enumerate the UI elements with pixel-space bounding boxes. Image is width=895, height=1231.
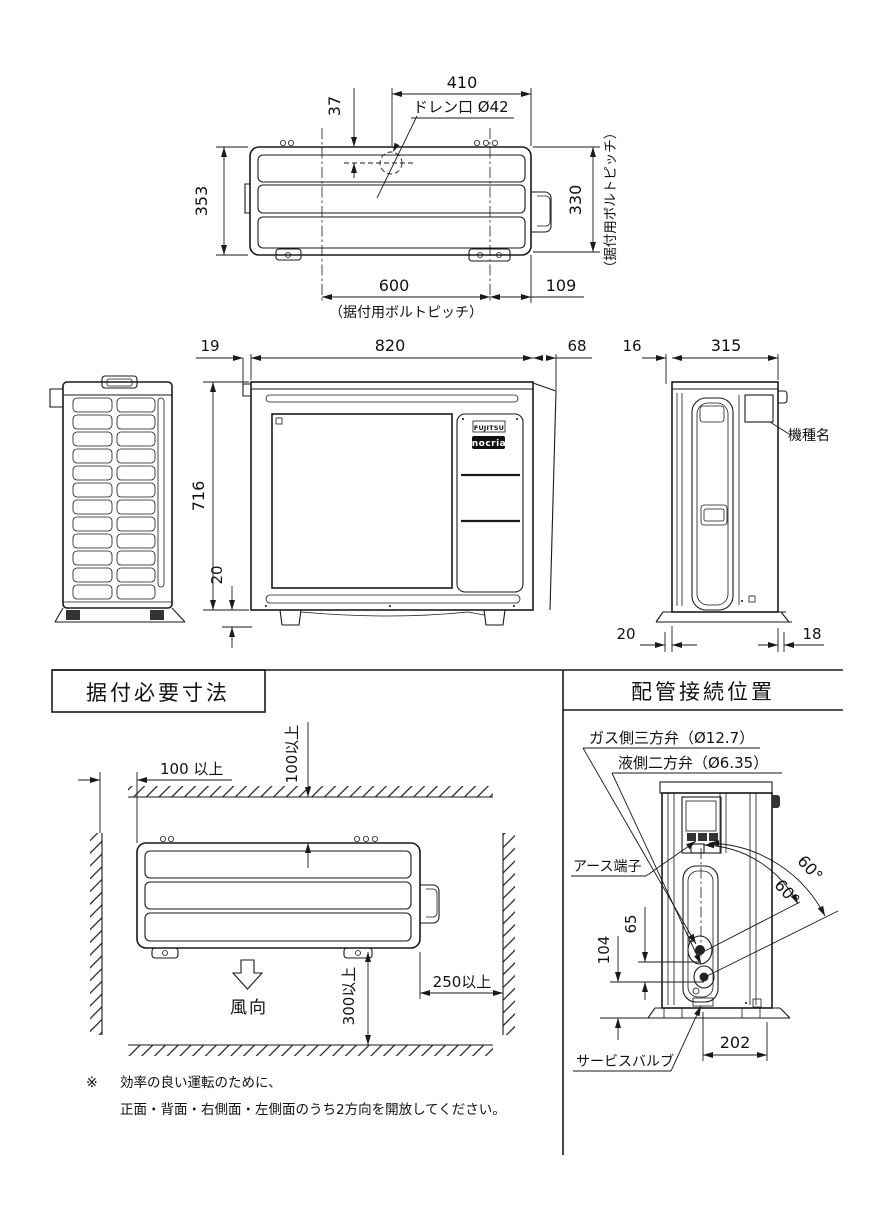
airflow-label: 風向 (230, 998, 268, 1018)
wall-top-hatch (128, 786, 493, 797)
side-service-panel (456, 413, 524, 593)
clearance-left: 100 以上 (160, 760, 223, 778)
note-line1: 効率の良い運転のために、 (120, 1074, 282, 1091)
dim-820: 820 (375, 336, 406, 355)
front-view: FUJITSU nocria 19 820 68 716 20 (189, 336, 592, 648)
dim-104: 104 (595, 936, 613, 965)
piping-position-drawing: 60° 60° ガス側三方弁（Ø12.7） 液側二方弁（Ø6.35） アース端子… (571, 729, 839, 1072)
dim-353: 353 (192, 186, 211, 217)
install-title-box (51, 669, 266, 713)
dim-600: 600 (379, 276, 410, 295)
liquid-valve (693, 965, 715, 989)
dim-19: 19 (200, 337, 219, 355)
dim-315: 315 (711, 336, 742, 355)
drain-port-label: ドレン口 Ø42 (413, 98, 509, 116)
wall-left-hatch (90, 833, 102, 1035)
side-view: 機種名 16 315 20 18 (616, 336, 830, 652)
series-logo: nocria (472, 439, 507, 449)
section-headers: 据付必要寸法 配管接続位置 (51, 669, 843, 1155)
dim-330: 330 (566, 185, 585, 216)
dim-20-front: 20 (208, 565, 226, 584)
install-clearance-drawing: 100 以上 100以上 250以上 300以上 風向 ※ 効率の良い運転のため… (78, 722, 515, 1118)
dim-65: 65 (622, 914, 640, 933)
dim-202: 202 (720, 1033, 751, 1052)
valve-cover-top (531, 191, 552, 233)
gas-valve-label: ガス側三方弁（Ø12.7） (589, 729, 754, 747)
brand-logo: FUJITSU (474, 424, 504, 432)
grille-cells (72, 397, 156, 600)
dim-37: 37 (325, 96, 344, 116)
airflow-arrow-icon (231, 959, 264, 990)
dim-716: 716 (189, 481, 208, 512)
earth-terminal-label: アース端子 (573, 859, 641, 875)
drain-leader-arrow (393, 142, 400, 152)
rear-grille-view (49, 375, 186, 623)
dim-20-side: 20 (616, 625, 635, 643)
note-mark: ※ (86, 1075, 98, 1091)
piping-section-title: 配管接続位置 (631, 680, 775, 704)
dim-18: 18 (802, 625, 821, 643)
pipe-cover-rear (682, 865, 719, 1003)
note-line2: 正面・背面・右側面・左側面のうち2方向を開放してください。 (120, 1102, 506, 1118)
service-valve-label: サービスバルブ (576, 1053, 674, 1070)
top-plan-view: ドレン口 Ø42 410 37 353 330 （据付用ボルトピッチ） 600 … (192, 73, 619, 321)
clearance-top: 100以上 (283, 725, 301, 784)
ground-hatch (128, 1045, 493, 1056)
gas-valve (687, 935, 713, 965)
model-plate-label: 機種名 (788, 428, 830, 444)
clearance-right: 250以上 (433, 973, 492, 991)
bolt-pitch-bottom-label: （据付用ボルトピッチ） (329, 305, 483, 321)
dim-410: 410 (447, 73, 478, 92)
terminal-panel (681, 796, 722, 854)
nocria-badge (472, 436, 505, 449)
wall-right-hatch (503, 833, 515, 1035)
dim-16: 16 (622, 337, 641, 355)
bolt-pitch-side-label: （据付用ボルトピッチ） (603, 126, 619, 275)
fan-grille (271, 413, 453, 589)
dim-109: 109 (546, 276, 577, 295)
liquid-valve-label: 液側二方弁（Ø6.35） (618, 754, 768, 772)
pipe-cover (691, 397, 734, 611)
dim-68: 68 (567, 337, 586, 355)
install-section-title: 据付必要寸法 (86, 681, 230, 705)
model-name-plate (744, 394, 774, 423)
clearance-bottom: 300以上 (340, 967, 358, 1026)
